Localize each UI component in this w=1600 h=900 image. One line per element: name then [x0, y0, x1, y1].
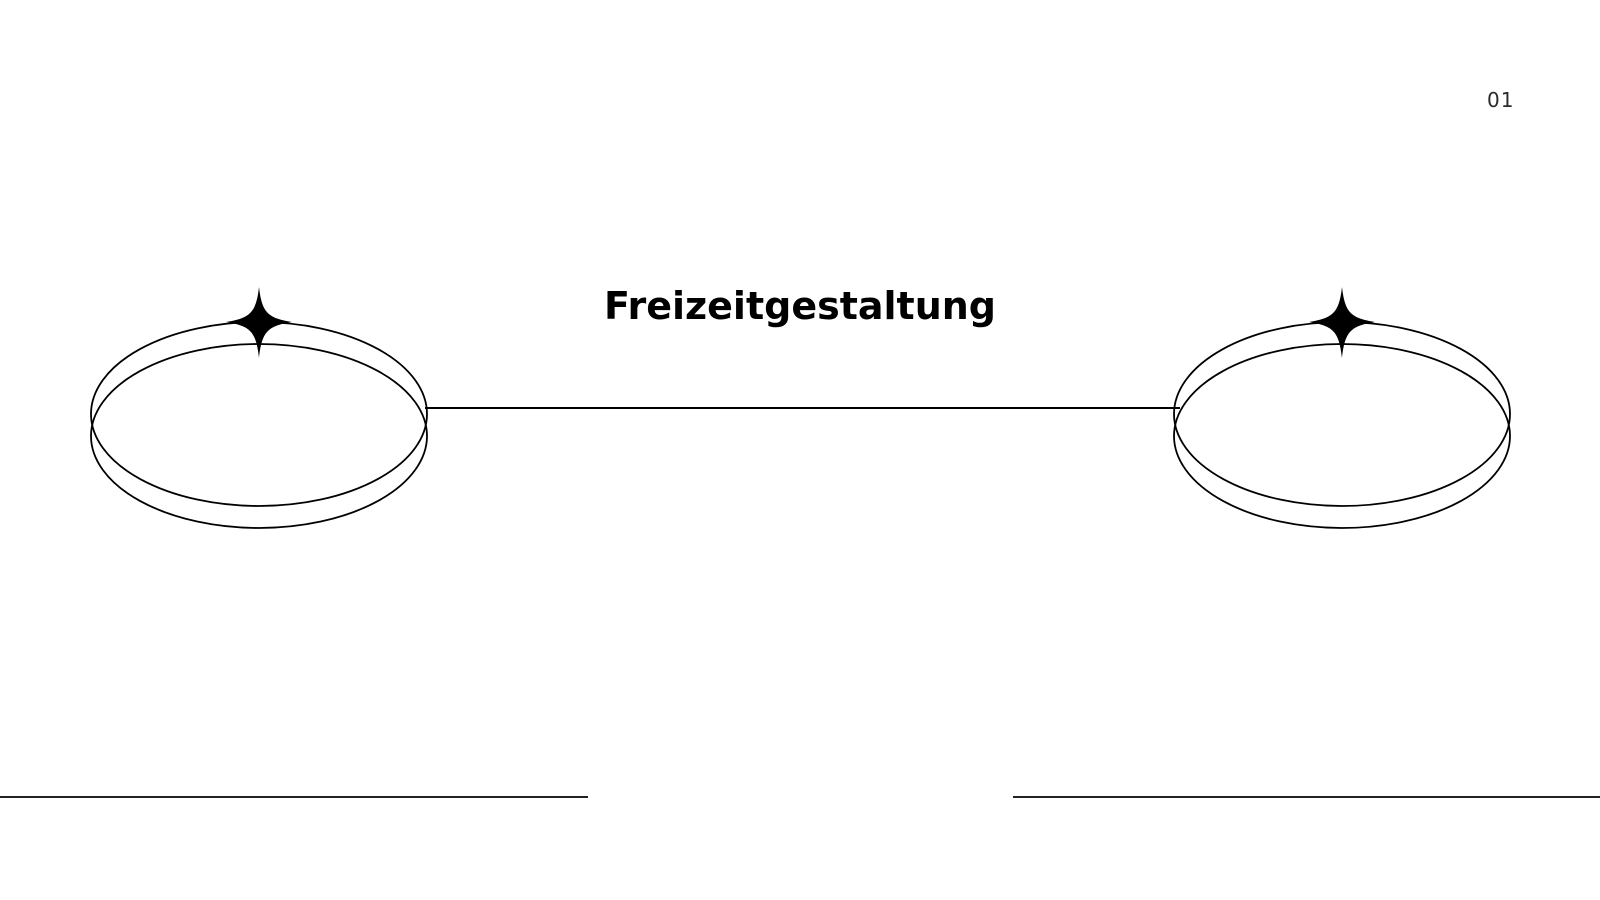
slide-title: Freizeitgestaltung: [603, 284, 997, 328]
sparkle-icon: [226, 287, 292, 358]
right-ring: [1173, 287, 1511, 529]
left-ring: [90, 287, 428, 529]
sparkle-icon: [1309, 287, 1375, 358]
page-number: 01: [1487, 88, 1515, 112]
